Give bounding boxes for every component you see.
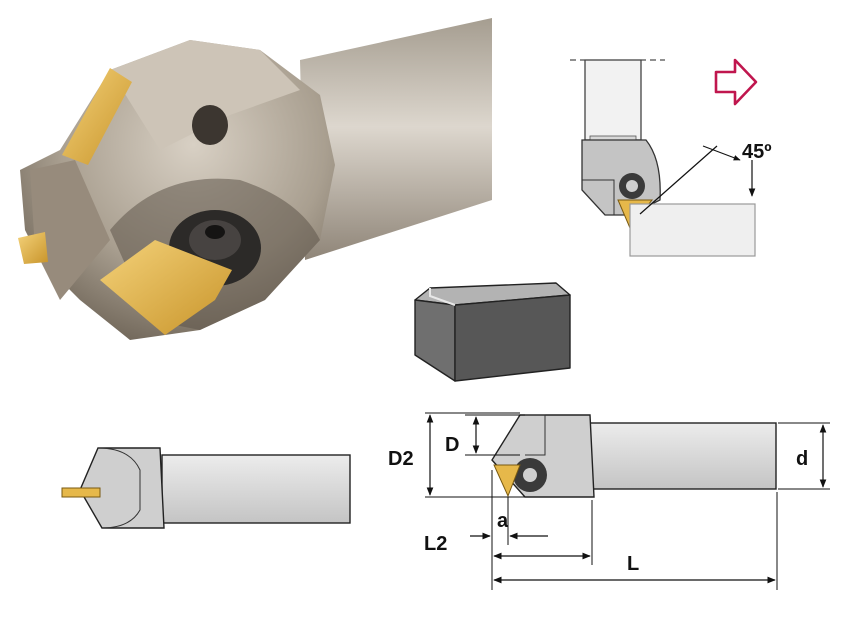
drawing-insert bbox=[493, 464, 521, 498]
dimension-drawing: D2 D d a L2 L bbox=[388, 412, 830, 590]
operation-diagram: 45º bbox=[570, 58, 772, 257]
insert-top bbox=[62, 68, 132, 165]
tool-photo bbox=[18, 18, 492, 340]
dim-a: a bbox=[497, 510, 509, 532]
diagram-shank bbox=[584, 59, 642, 141]
tool-shank bbox=[300, 18, 492, 260]
workpiece bbox=[629, 203, 756, 257]
dim-d: d bbox=[796, 448, 808, 470]
insert-bottom bbox=[100, 240, 232, 335]
dim-D: D bbox=[445, 434, 459, 456]
coolant-hole bbox=[192, 105, 228, 145]
insert-left bbox=[18, 232, 48, 264]
dim-L2: L2 bbox=[424, 533, 447, 555]
insert-block bbox=[414, 282, 571, 382]
angle-label: 45º bbox=[742, 141, 772, 163]
side-head bbox=[79, 447, 165, 529]
dim-D2: D2 bbox=[388, 448, 414, 470]
dim-L: L bbox=[627, 553, 639, 575]
side-insert bbox=[61, 487, 101, 498]
hollow-arrow-right-icon bbox=[714, 58, 758, 106]
side-shank bbox=[161, 454, 351, 524]
side-view-tool bbox=[61, 447, 351, 529]
diagram-head bbox=[581, 139, 661, 216]
drawing-shank bbox=[589, 422, 777, 490]
